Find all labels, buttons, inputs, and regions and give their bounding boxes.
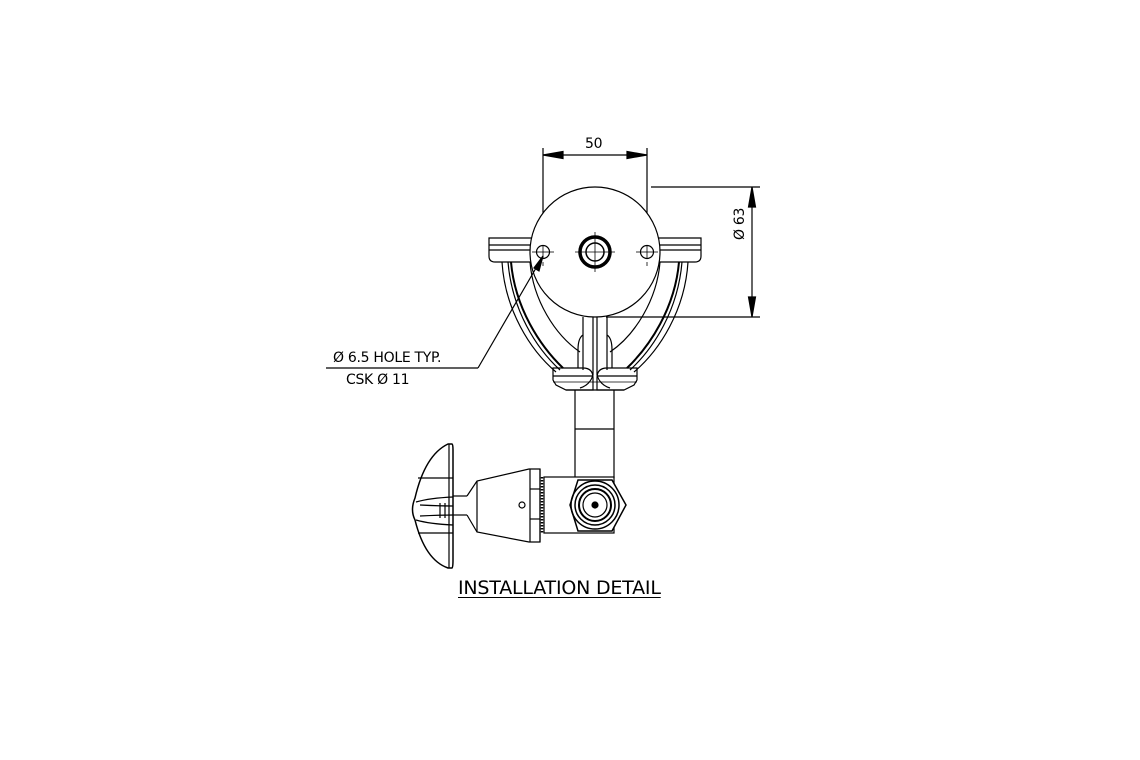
dimension-diameter-63 — [606, 186, 760, 318]
dimension-50-label: 50 — [585, 136, 603, 152]
dimension-63-label: Ø 63 — [732, 207, 748, 240]
clamp-block — [552, 367, 638, 391]
pivot-joint — [543, 476, 627, 534]
right-flange — [654, 237, 702, 263]
center-boss — [578, 235, 612, 269]
bracket-stem — [577, 317, 613, 389]
drawing-title: INSTALLATION DETAIL — [458, 577, 661, 599]
vertical-pole — [574, 390, 615, 478]
mounting-hole-right — [639, 244, 655, 260]
wing-knob — [411, 443, 467, 569]
left-flange — [488, 237, 536, 263]
cone-housing — [466, 468, 544, 543]
countersink-note: CSK Ø 11 — [346, 372, 410, 388]
hole-note-leader — [326, 255, 544, 369]
hole-note: Ø 6.5 HOLE TYP. — [333, 350, 442, 366]
bracket-arms — [501, 261, 689, 373]
